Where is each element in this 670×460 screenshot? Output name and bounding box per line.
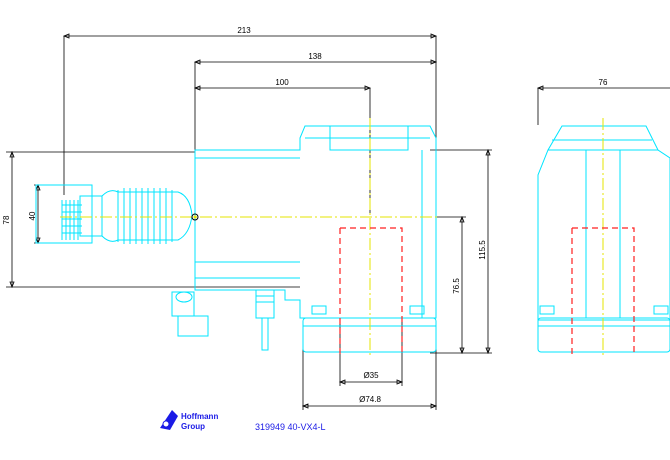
logo-mark-icon (160, 410, 178, 430)
dim-inner-dia: Ø35 (363, 371, 379, 380)
dim-housing-length: 138 (308, 52, 322, 61)
dim-shank-height: 40 (28, 211, 37, 220)
company-logo: Hoffmann Group (160, 410, 218, 431)
dimension-lines (6, 33, 670, 410)
dim-axis-height: 76.5 (452, 278, 461, 294)
dim-outer-dia: Ø74.8 (359, 395, 381, 404)
bellows-ribs (117, 188, 173, 244)
logo-line-2: Group (181, 422, 205, 431)
dim-height-left: 78 (2, 215, 11, 224)
dim-overall-length: 213 (237, 26, 251, 35)
part-code: 319949 40-VX4-L (255, 422, 326, 432)
logo-line-1: Hoffmann (181, 412, 218, 421)
side-view (537, 118, 670, 356)
dim-side-width: 76 (599, 78, 608, 87)
dimension-labels: 213 138 100 76 78 40 115.5 76.5 Ø35 Ø74.… (2, 26, 608, 404)
connector-teeth (61, 200, 82, 240)
front-view (35, 118, 440, 356)
dim-axis-offset: 100 (275, 78, 289, 87)
dim-height-right: 115.5 (478, 240, 487, 260)
